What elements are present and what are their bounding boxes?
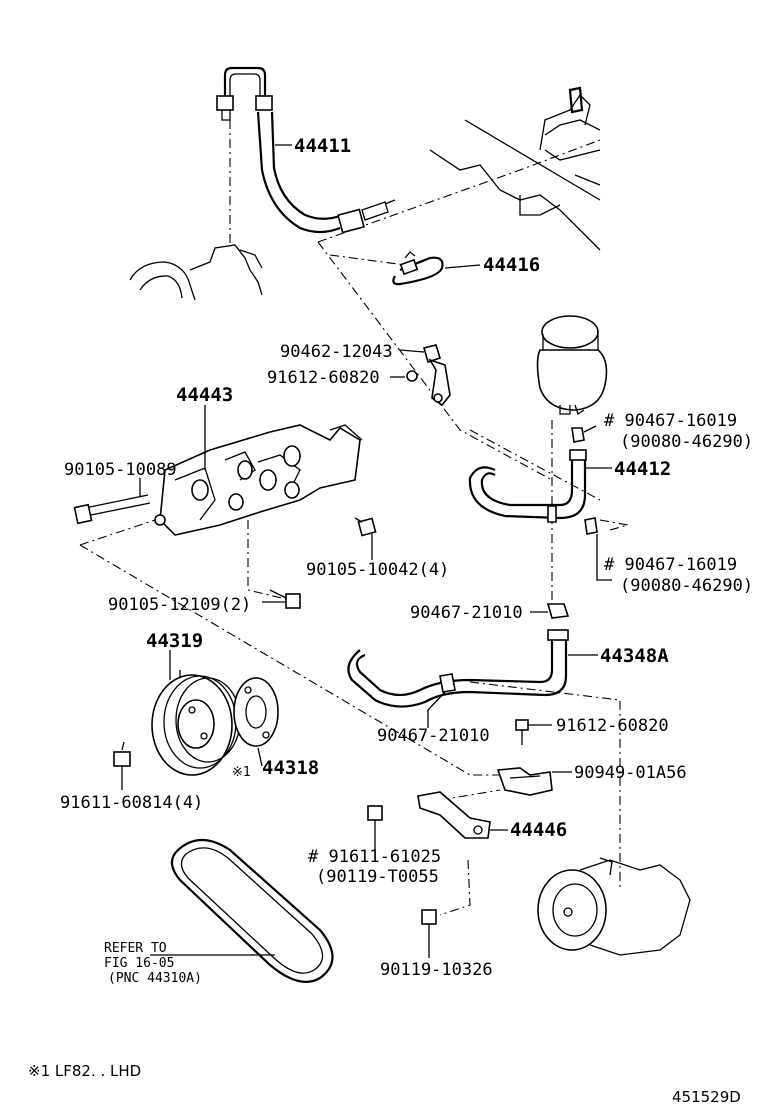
refer-note-line2: FIG 16-05 — [104, 956, 174, 971]
label-44412: 44412 — [614, 458, 671, 480]
refer-note-line3: (PNC 44310A) — [108, 971, 202, 986]
steering-gear-housing — [429, 86, 601, 251]
label-44348A: 44348A — [600, 645, 669, 667]
label-44318-mark: ※1 — [232, 765, 251, 780]
return-hose-44412 — [468, 427, 598, 535]
label-90105-12109: 90105-12109(2) — [108, 595, 251, 615]
bolt-90119-10326 — [421, 909, 437, 932]
pulley-44319 — [151, 670, 241, 776]
bolt-91611-60814 — [113, 741, 131, 767]
solid-leader-lines — [121, 144, 612, 958]
label-91612-60820-lower: 91612-60820 — [556, 716, 669, 736]
label-90462-12043: 90462-12043 — [280, 342, 393, 362]
bolt-90105-12109 — [269, 589, 301, 609]
suction-hose-44348A — [347, 629, 569, 708]
label-90119-10326: 90119-10326 — [380, 960, 493, 980]
label-90080-46290-lower: (90080-46290) — [620, 576, 753, 596]
bolt-91611-61025 — [367, 805, 383, 826]
pump-mounting-outline — [129, 244, 263, 301]
label-44319: 44319 — [146, 630, 203, 652]
label-44411: 44411 — [294, 135, 351, 157]
label-90119-T0055: (90119-T0055 — [316, 867, 439, 887]
v-belt — [170, 838, 334, 983]
figure-id: 451529D — [672, 1088, 741, 1106]
clip-90467-21010 — [546, 603, 570, 619]
reservoir-tank — [536, 315, 608, 416]
return-tube-44416 — [392, 251, 444, 286]
label-44446: 44446 — [510, 819, 567, 841]
label-90105-10042: 90105-10042(4) — [306, 560, 449, 580]
stay-44446 — [417, 791, 491, 839]
pressure-hose-44411 — [216, 66, 396, 234]
refer-note-line1: REFER TO — [104, 941, 167, 956]
footnote: ※1 LF82. . LHD — [28, 1062, 141, 1080]
label-90467-21010-lower: 90467-21010 — [377, 726, 490, 746]
label-90105-10089: 90105-10089 — [64, 460, 177, 480]
plate-44318 — [233, 677, 279, 747]
pump-bracket-44443 — [154, 424, 363, 536]
label-44318: 44318 — [262, 757, 319, 779]
label-90467-16019-upper: # 90467-16019 — [604, 411, 737, 431]
label-91611-61025: # 91611-61025 — [308, 847, 441, 867]
bolt-91612-60820-lower — [515, 719, 529, 745]
compressor-outline — [537, 857, 691, 956]
label-90467-16019-lower: # 90467-16019 — [604, 555, 737, 575]
bolt-90105-10042 — [354, 517, 377, 537]
part-labels: 44411 44416 90462-12043 91612-60820 4444… — [60, 135, 753, 986]
label-90080-46290-upper: (90080-46290) — [620, 432, 753, 452]
bracket-stay — [406, 344, 451, 407]
label-90949-01A56: 90949-01A56 — [574, 763, 687, 783]
bolt-90105-10089 — [73, 494, 151, 525]
label-91611-60814: 91611-60814(4) — [60, 793, 203, 813]
label-44416: 44416 — [483, 254, 540, 276]
clamp-90949-01A56 — [496, 767, 553, 796]
label-90467-21010-upper: 90467-21010 — [410, 603, 523, 623]
label-91612-60820-upper: 91612-60820 — [267, 368, 380, 388]
label-44443: 44443 — [176, 384, 233, 406]
